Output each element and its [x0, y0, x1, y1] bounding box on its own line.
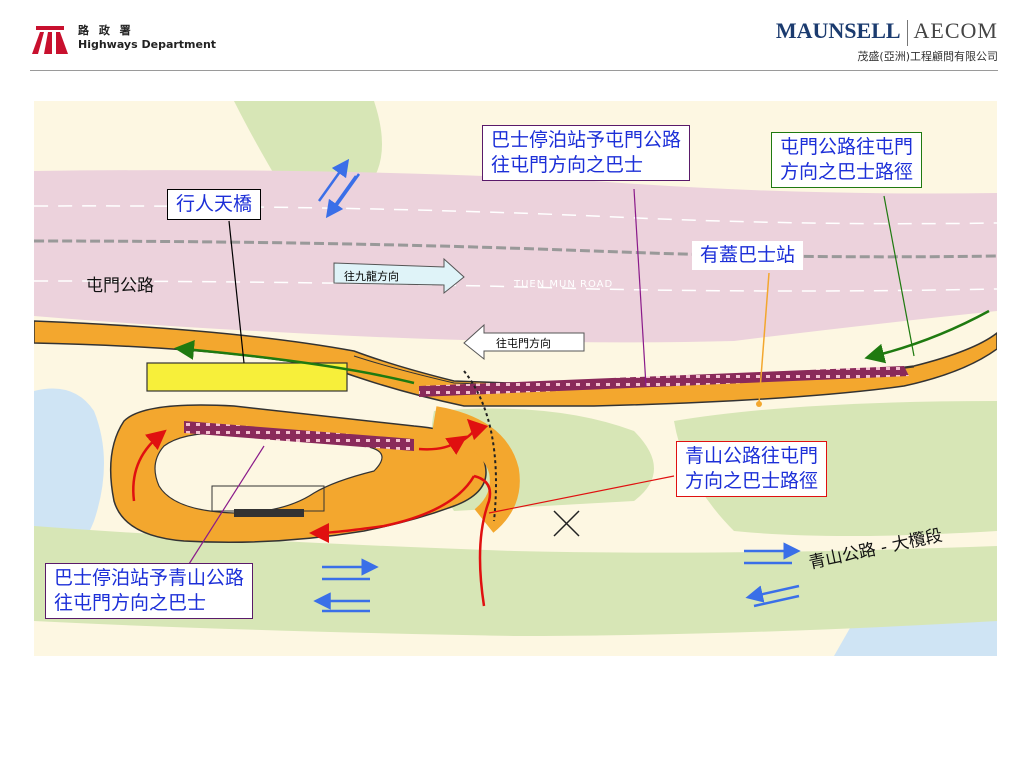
- parking-bays: [211, 485, 325, 512]
- dir-arrow-kowloon: [333, 257, 465, 295]
- cross-marker: [553, 510, 580, 537]
- brand-logo: MAUNSELL AECOM: [776, 18, 998, 46]
- brand-subtitle: 茂盛(亞洲)工程顧問有限公司: [857, 49, 998, 63]
- label-cs-bus-route-line2: 方向之巴士路徑: [685, 470, 819, 492]
- label-footbridge: 行人天橋: [167, 189, 262, 220]
- central-divider: [34, 239, 997, 259]
- bus-stop-tuen-mun-road: [419, 366, 909, 397]
- covered-stop-dot: [756, 401, 762, 407]
- dir-arrow-tuen-mun: [463, 323, 585, 361]
- flow-arrow-west-2-tail: [753, 594, 800, 608]
- road-marking-text: TUEN MUN ROAD: [514, 279, 614, 290]
- direction-kowloon: 往九龍方向: [344, 270, 399, 283]
- site-plan-map: 屯門公路 青山公路 - 大欖段 往九龍方向 往屯門方向 TUEN MUN ROA…: [34, 101, 997, 656]
- red-route-castle-peak: [473, 474, 492, 607]
- label-cs-bus-stop-line2: 往屯門方向之巴士: [54, 592, 207, 614]
- department-name-cn: 路 政 署: [78, 24, 134, 37]
- bus-stop-castle-peak-road: [184, 421, 414, 451]
- label-cs-bus-stop-line1: 巴士停泊站予青山公路: [54, 567, 245, 589]
- works-boundary: [463, 370, 497, 522]
- label-tm-bus-route-line1: 屯門公路往屯門: [780, 136, 914, 158]
- label-tm-bus-stop: 巴士停泊站予屯門公路 往屯門方向之巴士: [482, 125, 691, 181]
- label-cs-bus-route: 青山公路往屯門 方向之巴士路徑: [676, 441, 828, 497]
- red-route-loop-west: [132, 429, 167, 502]
- brand-aecom: AECOM: [913, 18, 998, 43]
- brand-divider: [906, 19, 908, 46]
- red-route-exit: [418, 435, 468, 455]
- leader-tm-stop: [633, 188, 647, 387]
- leader-footbridge: [228, 220, 245, 364]
- green-zone-east: [674, 401, 997, 536]
- flow-arrow-down: [325, 175, 358, 219]
- department-name-en: Highways Department: [78, 38, 217, 51]
- label-tm-bus-stop-line2: 往屯門方向之巴士: [491, 154, 644, 176]
- consultant-brand: MAUNSELL AECOM 茂盛(亞洲)工程顧問有限公司: [776, 18, 998, 64]
- label-tm-bus-route: 屯門公路往屯門 方向之巴士路徑: [771, 132, 923, 188]
- green-zone-south: [34, 526, 997, 636]
- leader-covered-stop: [758, 272, 770, 404]
- label-covered-bus-stop: 有蓋巴士站: [692, 241, 804, 270]
- red-route-loop-bottom: [309, 475, 476, 543]
- tuen-mun-road-carriageway: [34, 170, 997, 343]
- flow-arrow-up: [317, 158, 350, 202]
- road-name-tuen-mun-road: 屯門公路: [86, 276, 154, 296]
- connector-ramp: [431, 406, 520, 533]
- label-tm-bus-route-line2: 方向之巴士路徑: [780, 161, 914, 183]
- flow-arrow-west-2: [745, 584, 800, 603]
- label-covered-bus-stop-text: 有蓋巴士站: [700, 244, 796, 266]
- green-route-arrow-east: [864, 309, 990, 364]
- department-name: 路 政 署 Highways Department: [78, 24, 216, 52]
- header-divider: [30, 70, 998, 71]
- green-route-arrow-west: [174, 339, 415, 385]
- leader-cs-route: [488, 475, 675, 514]
- red-route-merge: [453, 418, 489, 448]
- lane-marking: [34, 280, 997, 292]
- label-footbridge-text: 行人天橋: [176, 193, 253, 215]
- label-cs-bus-stop: 巴士停泊站予青山公路 往屯門方向之巴士: [45, 563, 254, 619]
- label-cs-bus-route-line1: 青山公路往屯門: [685, 445, 819, 467]
- label-tm-bus-stop-line1: 巴士停泊站予屯門公路: [491, 129, 682, 151]
- highways-department-logo-icon: [32, 26, 68, 54]
- direction-tuen-mun: 往屯門方向: [496, 337, 551, 350]
- footbridge-deck: [146, 362, 348, 392]
- leader-tm-route: [883, 195, 915, 357]
- brand-maunsell: MAUNSELL: [775, 18, 901, 43]
- leader-cs-stop: [188, 445, 265, 565]
